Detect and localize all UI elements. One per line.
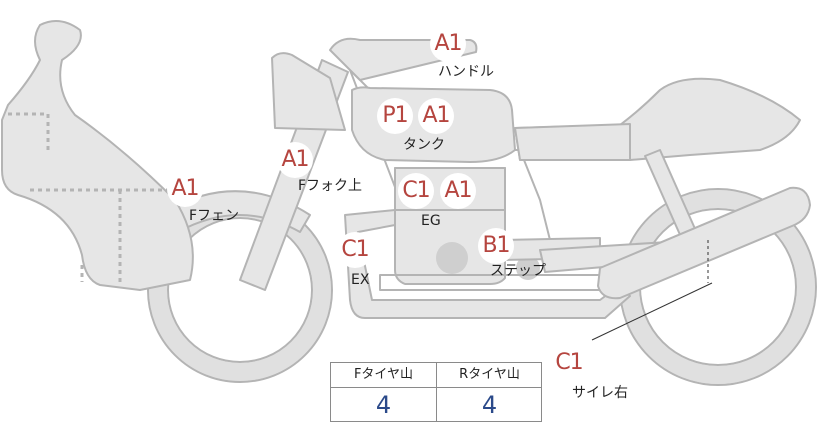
tank-grade-badge-p1: P1	[377, 98, 413, 134]
step-label: ステップ	[490, 263, 546, 279]
tank-grade-badge-a1: A1	[418, 98, 454, 134]
rear-tread-value: 4	[481, 391, 498, 419]
handle-label: ハンドル	[438, 64, 494, 80]
front-fork-upper-label: Fフォク上	[298, 178, 363, 194]
headlight-cowl	[271, 52, 346, 131]
front-fender-grade-badge: A1	[167, 171, 203, 207]
front-fork-upper-grade-badge: A1	[277, 142, 313, 178]
engine-label: EG	[421, 213, 441, 229]
silencer-right-grade-badge: C1	[551, 345, 587, 381]
exhaust-grade-badge: C1	[337, 232, 373, 268]
fairing-shape	[1, 20, 194, 291]
table-divider	[436, 363, 437, 421]
front-fender-label: Fフェン	[189, 208, 240, 224]
tank-label: タンク	[403, 137, 445, 153]
step-grade-badge: B1	[478, 228, 514, 264]
silencer-shape	[597, 186, 811, 300]
exhaust-label: EX	[351, 272, 370, 288]
rear-tread-header: Rタイヤ山	[437, 363, 542, 388]
engine-grade-badge-a1: A1	[440, 173, 476, 209]
front-tread-value: 4	[375, 391, 392, 419]
engine-grade-badge-c1: C1	[398, 173, 434, 209]
silencer-right-label: サイレ右	[572, 385, 628, 401]
tire-tread-table: Fタイヤ山 Rタイヤ山 4 4	[330, 362, 542, 422]
handle-grade-badge: A1	[430, 26, 466, 62]
front-tread-header: Fタイヤ山	[331, 363, 436, 388]
